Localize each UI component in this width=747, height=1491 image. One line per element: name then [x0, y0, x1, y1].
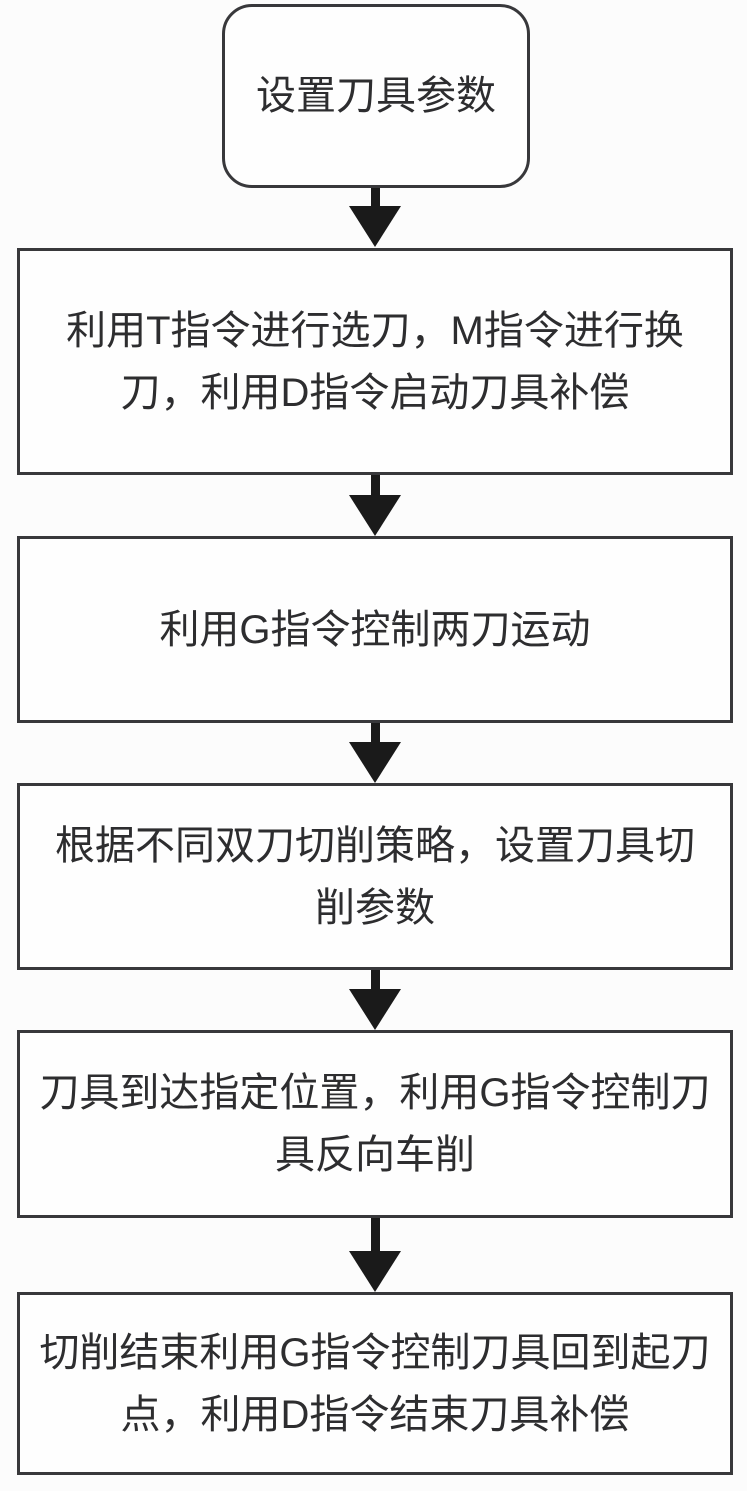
flow-connector-3	[349, 723, 401, 783]
arrow-stem	[370, 188, 380, 206]
flow-node-reverse-turning: 刀具到达指定位置，利用G指令控制刀 具反向车削	[17, 1030, 733, 1218]
flow-node-label: 刀具到达指定位置，利用G指令控制刀 具反向车削	[39, 1071, 711, 1177]
down-arrow-icon	[349, 742, 401, 783]
flow-node-label: 根据不同双刀切削策略，设置刀具切 削参数	[55, 823, 695, 930]
flow-node-end-compensation: 切削结束利用G指令控制刀具回到起刀 点，利用D指令结束刀具补偿	[17, 1292, 733, 1475]
flow-node-start: 设置刀具参数	[222, 4, 530, 188]
flow-node-label: 利用G指令控制两刀运动	[159, 607, 591, 652]
flow-node-start-label: 设置刀具参数	[256, 74, 496, 118]
flow-node-label: 利用T指令进行选刀，M指令进行换 刀，利用D指令启动刀具补偿	[66, 308, 684, 415]
down-arrow-icon	[349, 1251, 401, 1292]
flow-connector-1	[349, 188, 401, 247]
flow-node-tool-select-compensation: 利用T指令进行选刀，M指令进行换 刀，利用D指令启动刀具补偿	[17, 248, 733, 475]
arrow-stem	[370, 475, 380, 495]
arrow-stem	[370, 970, 380, 989]
flow-node-control-two-tools: 利用G指令控制两刀运动	[17, 536, 733, 723]
flow-node-set-cutting-params: 根据不同双刀切削策略，设置刀具切 削参数	[17, 783, 733, 970]
down-arrow-icon	[349, 206, 401, 247]
arrow-stem	[370, 723, 380, 742]
flow-connector-5	[349, 1218, 401, 1292]
flow-connector-4	[349, 970, 401, 1030]
flow-node-label: 切削结束利用G指令控制刀具回到起刀 点，利用D指令结束刀具补偿	[39, 1330, 711, 1437]
arrow-stem	[370, 1218, 380, 1251]
down-arrow-icon	[349, 495, 401, 536]
down-arrow-icon	[349, 989, 401, 1030]
flow-connector-2	[349, 475, 401, 536]
